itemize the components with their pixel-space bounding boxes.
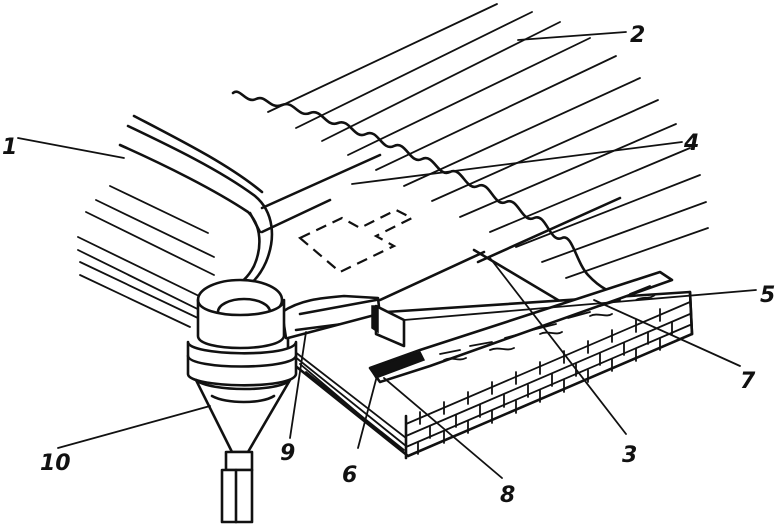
callout-5: 5 [760, 283, 775, 308]
damper-shadow [371, 305, 379, 334]
edge-strip [248, 153, 622, 308]
callout-9: 9 [280, 441, 295, 466]
callout-6: 6 [342, 463, 357, 488]
callout-10: 10 [40, 451, 71, 476]
absorber-outline [297, 208, 415, 274]
callout-2: 2 [630, 23, 645, 48]
leader-lines [17, 31, 757, 479]
roof-panel [231, 3, 709, 298]
callout-1: 1 [2, 135, 17, 160]
hose-pipe [118, 114, 274, 294]
cyclone-collector [186, 278, 298, 524]
duct [280, 294, 382, 342]
callout-7: 7 [740, 369, 756, 394]
material-band [368, 270, 674, 384]
callout-labels: 1 2 3 4 5 6 7 8 9 10 [2, 23, 775, 508]
callout-4: 4 [683, 131, 699, 156]
callout-3: 3 [622, 443, 637, 468]
callout-8: 8 [500, 483, 515, 508]
